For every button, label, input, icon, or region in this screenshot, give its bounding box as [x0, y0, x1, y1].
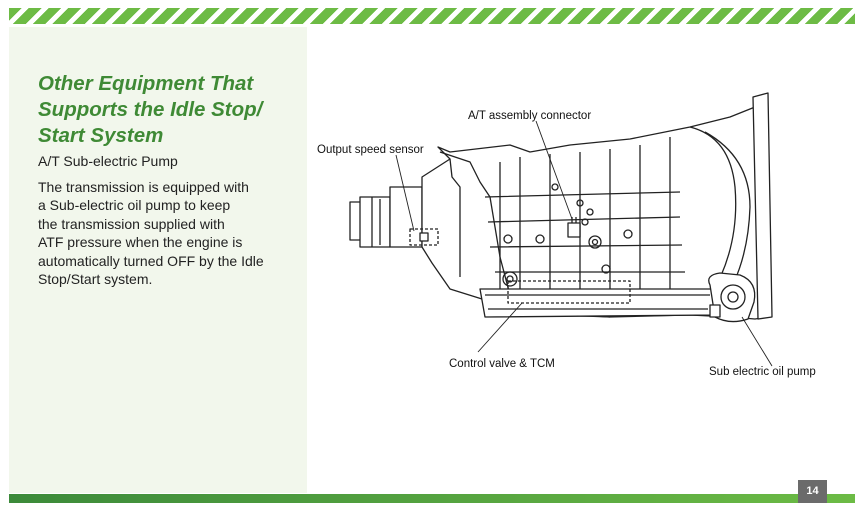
title-line: Start System: [38, 124, 164, 147]
page-title: Other Equipment That Supports the Idle S…: [38, 71, 303, 149]
header-stripe-bar: [9, 8, 855, 24]
body-line: The transmission is equipped with: [38, 179, 249, 195]
footer-bar: [9, 494, 855, 503]
section-subtitle: A/T Sub-electric Pump: [38, 153, 178, 169]
page-number-badge: 14: [798, 480, 827, 503]
body-line: Stop/Start system.: [38, 271, 153, 288]
transmission-diagram: A/T assembly connector Output speed sens…: [317, 92, 816, 378]
label-output-speed-sensor: Output speed sensor: [317, 144, 424, 156]
label-at-assembly-connector: A/T assembly connector: [468, 110, 591, 122]
body-line: the transmission supplied with: [38, 215, 225, 232]
label-sub-electric-oil-pump: Sub electric oil pump: [709, 366, 816, 378]
body-line: automatically turned OFF by the Idle: [38, 252, 264, 269]
transmission-drawing: [349, 92, 773, 367]
body-line: a Sub-electric oil pump to keep: [38, 197, 231, 214]
label-control-valve-tcm: Control valve & TCM: [449, 358, 555, 370]
title-line: Supports the Idle Stop/: [38, 98, 263, 121]
body-paragraph: The transmission is equipped with a Sub-…: [38, 178, 300, 288]
text-panel: [9, 27, 307, 493]
title-line: Other Equipment That: [38, 72, 254, 95]
body-line: ATF pressure when the engine is: [38, 234, 243, 251]
